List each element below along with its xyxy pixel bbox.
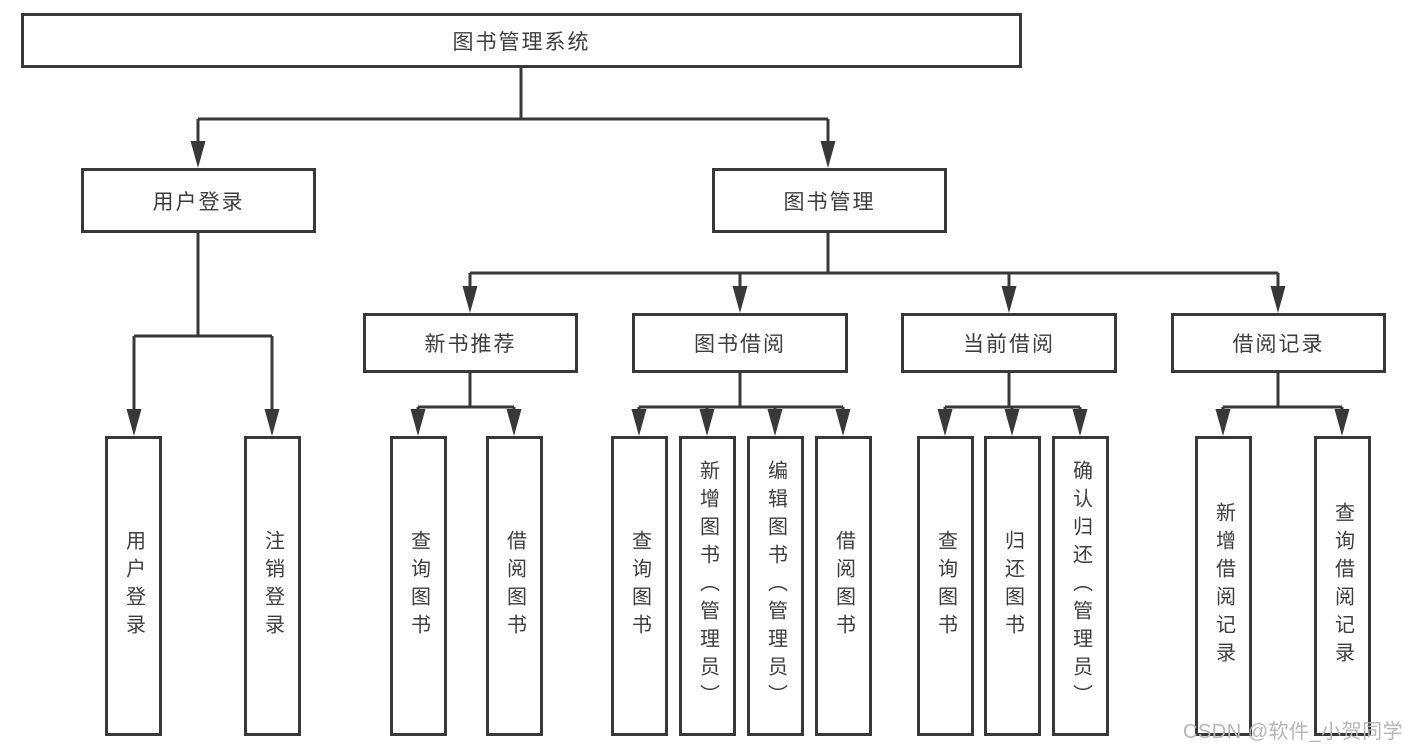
node-new-book-recommend-label: 新书推荐 <box>424 333 517 356</box>
connector-line <box>132 233 274 412</box>
arrowhead <box>937 409 953 436</box>
leaf-return-books-label: 归还图书 <box>1001 530 1024 642</box>
node-book-borrowing-label: 图书借阅 <box>694 333 786 356</box>
leaf-edit-book-admin: 编辑图书（管理员） <box>747 436 804 736</box>
leaf-borrow-books-newbooks: 借阅图书 <box>486 436 543 736</box>
leaf-add-book-admin-label: 新增图书（管理员） <box>696 460 719 712</box>
node-borrow-records: 借阅记录 <box>1171 313 1386 373</box>
arrowhead <box>126 409 142 436</box>
arrowhead <box>699 409 715 436</box>
arrowhead <box>1270 286 1286 313</box>
leaf-query-books-borrow-label: 查询图书 <box>628 530 651 642</box>
leaf-logout: 注销登录 <box>244 436 301 736</box>
arrowhead <box>1334 409 1350 436</box>
leaf-logout-label: 注销登录 <box>261 530 284 642</box>
watermark: CSDN @软件_小贺同学 <box>1183 721 1404 743</box>
node-book-borrowing: 图书借阅 <box>632 313 848 373</box>
arrowhead <box>835 409 851 436</box>
node-current-borrowing: 当前借阅 <box>901 313 1117 373</box>
node-user-login-label: 用户登录 <box>152 190 245 214</box>
arrowhead <box>506 409 522 436</box>
leaf-query-books-newbooks: 查询图书 <box>390 436 447 736</box>
leaf-add-borrow-record-label: 新增借阅记录 <box>1212 502 1235 670</box>
arrowhead <box>264 409 280 436</box>
arrowhead <box>410 409 426 436</box>
leaf-confirm-return-admin-label: 确认归还（管理员） <box>1069 460 1092 712</box>
leaf-borrow-books-borrow-label: 借阅图书 <box>832 530 855 642</box>
connector-new-books-children <box>410 373 522 436</box>
connector-line <box>416 373 516 414</box>
node-book-management: 图书管理 <box>712 168 947 233</box>
node-current-borrowing-label: 当前借阅 <box>963 333 1055 356</box>
connector-line <box>468 233 1280 290</box>
arrowhead <box>1215 409 1231 436</box>
node-root: 图书管理系统 <box>21 13 1022 68</box>
arrowhead <box>1001 286 1017 313</box>
arrowhead <box>631 409 647 436</box>
connector-line <box>196 68 830 145</box>
connector-user-login-children <box>126 233 280 436</box>
connector-line <box>637 373 845 414</box>
leaf-add-book-admin: 新增图书（管理员） <box>679 436 736 736</box>
arrowhead <box>732 286 748 313</box>
connector-line <box>1221 373 1344 414</box>
leaf-query-books-current-label: 查询图书 <box>934 530 957 642</box>
arrowhead <box>767 409 783 436</box>
leaf-borrow-books-newbooks-label: 借阅图书 <box>503 530 526 642</box>
arrowhead <box>462 286 478 313</box>
leaf-query-books-newbooks-label: 查询图书 <box>407 530 430 642</box>
arrowhead <box>190 141 206 168</box>
leaf-query-borrow-record-label: 查询借阅记录 <box>1331 502 1354 670</box>
leaf-user-login-label: 用户登录 <box>122 530 145 642</box>
node-new-book-recommend: 新书推荐 <box>363 313 578 373</box>
leaf-query-books-current: 查询图书 <box>917 436 974 736</box>
node-borrow-records-label: 借阅记录 <box>1232 333 1325 356</box>
leaf-query-books-borrow: 查询图书 <box>611 436 668 736</box>
leaf-confirm-return-admin: 确认归还（管理员） <box>1052 436 1109 736</box>
connector-book-mgmt-children <box>462 233 1286 313</box>
leaf-add-borrow-record: 新增借阅记录 <box>1195 436 1252 736</box>
node-root-label: 图书管理系统 <box>452 30 591 54</box>
node-book-management-label: 图书管理 <box>783 190 876 214</box>
leaf-return-books: 归还图书 <box>984 436 1041 736</box>
arrowhead <box>1072 409 1088 436</box>
connector-line <box>943 373 1082 414</box>
connector-book-borrow-children <box>631 373 851 436</box>
connector-borrow-records-children <box>1215 373 1350 436</box>
node-user-login: 用户登录 <box>81 168 316 233</box>
arrowhead <box>820 141 836 168</box>
leaf-user-login: 用户登录 <box>105 436 162 736</box>
leaf-query-borrow-record: 查询借阅记录 <box>1314 436 1371 736</box>
connector-root-children <box>190 68 836 168</box>
leaf-borrow-books-borrow: 借阅图书 <box>815 436 872 736</box>
leaf-edit-book-admin-label: 编辑图书（管理员） <box>764 460 787 712</box>
arrowhead <box>1004 409 1020 436</box>
connector-current-borrow-children <box>937 373 1088 436</box>
